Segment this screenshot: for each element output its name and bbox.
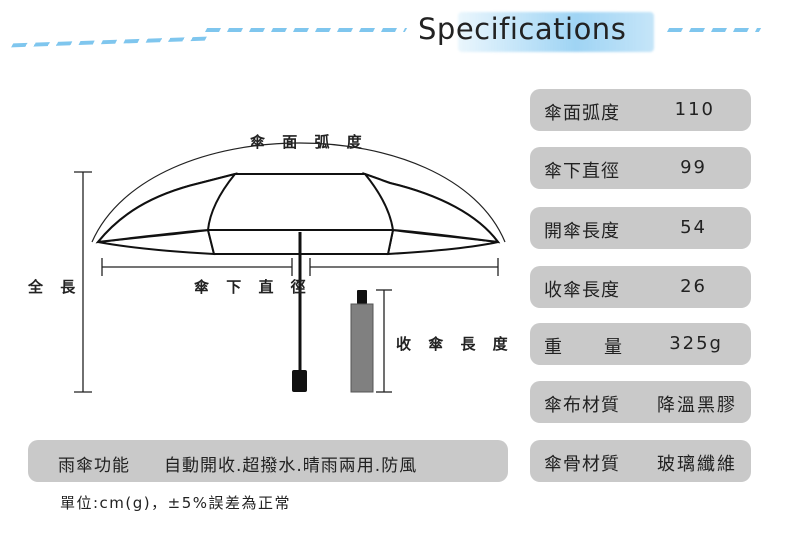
open-umbrella-canopy: [95, 171, 501, 256]
spec-label: 傘布材質: [544, 395, 620, 416]
spec-value: 110: [674, 99, 715, 120]
spec-row-open-length: 開傘長度 54: [530, 207, 751, 249]
diameter-dimension: [101, 258, 499, 276]
full-length-dimension: [74, 171, 92, 393]
canopy-arc-label: 傘 面 弧 度: [250, 133, 368, 151]
open-diameter-label: 傘 下 直 徑: [194, 278, 312, 296]
spec-row-closed-length: 收傘長度 26: [530, 266, 751, 308]
spec-label: 開傘長度: [544, 221, 620, 242]
spec-value: 54: [680, 217, 707, 238]
spec-label: 收傘長度: [544, 280, 620, 301]
spec-row-fabric: 傘布材質 降溫黑膠: [530, 381, 751, 423]
spec-value: 99: [680, 157, 707, 178]
canopy-arc-line: [91, 142, 506, 243]
features-row: 雨傘功能 自動開收.超撥水.晴雨兩用.防風: [28, 440, 508, 482]
features-value: 自動開收.超撥水.晴雨兩用.防風: [164, 456, 418, 476]
title-block: Specifications: [418, 10, 656, 54]
spec-value: 26: [680, 276, 707, 297]
closed-umbrella-tip: [357, 290, 367, 304]
full-length-label: 全 長: [28, 278, 82, 296]
spec-value: 降溫黑膠: [657, 395, 737, 416]
open-handle: [292, 370, 307, 392]
title-highlight: [458, 12, 654, 52]
closed-length-dimension: [376, 289, 392, 393]
closed-umbrella-body: [350, 303, 374, 393]
spec-label: 傘骨材質: [544, 454, 620, 475]
spec-label: 傘面弧度: [544, 103, 620, 124]
closed-length-label: 收 傘 長 度: [396, 335, 514, 353]
spec-row-canopy-arc: 傘面弧度 110: [530, 89, 751, 131]
spec-value: 玻璃纖維: [657, 454, 737, 475]
spec-row-weight: 重 量 325g: [530, 323, 751, 365]
unit-note: 單位:cm(g)，±5%誤差為正常: [60, 494, 292, 512]
page-title: Specifications: [418, 12, 627, 46]
spec-label: 重 量: [544, 337, 624, 358]
spec-label: 傘下直徑: [544, 161, 620, 182]
features-label: 雨傘功能: [58, 456, 130, 476]
spec-row-diameter: 傘下直徑 99: [530, 147, 751, 189]
spec-value: 325g: [669, 333, 723, 354]
spec-row-frame: 傘骨材質 玻璃纖維: [530, 440, 751, 482]
